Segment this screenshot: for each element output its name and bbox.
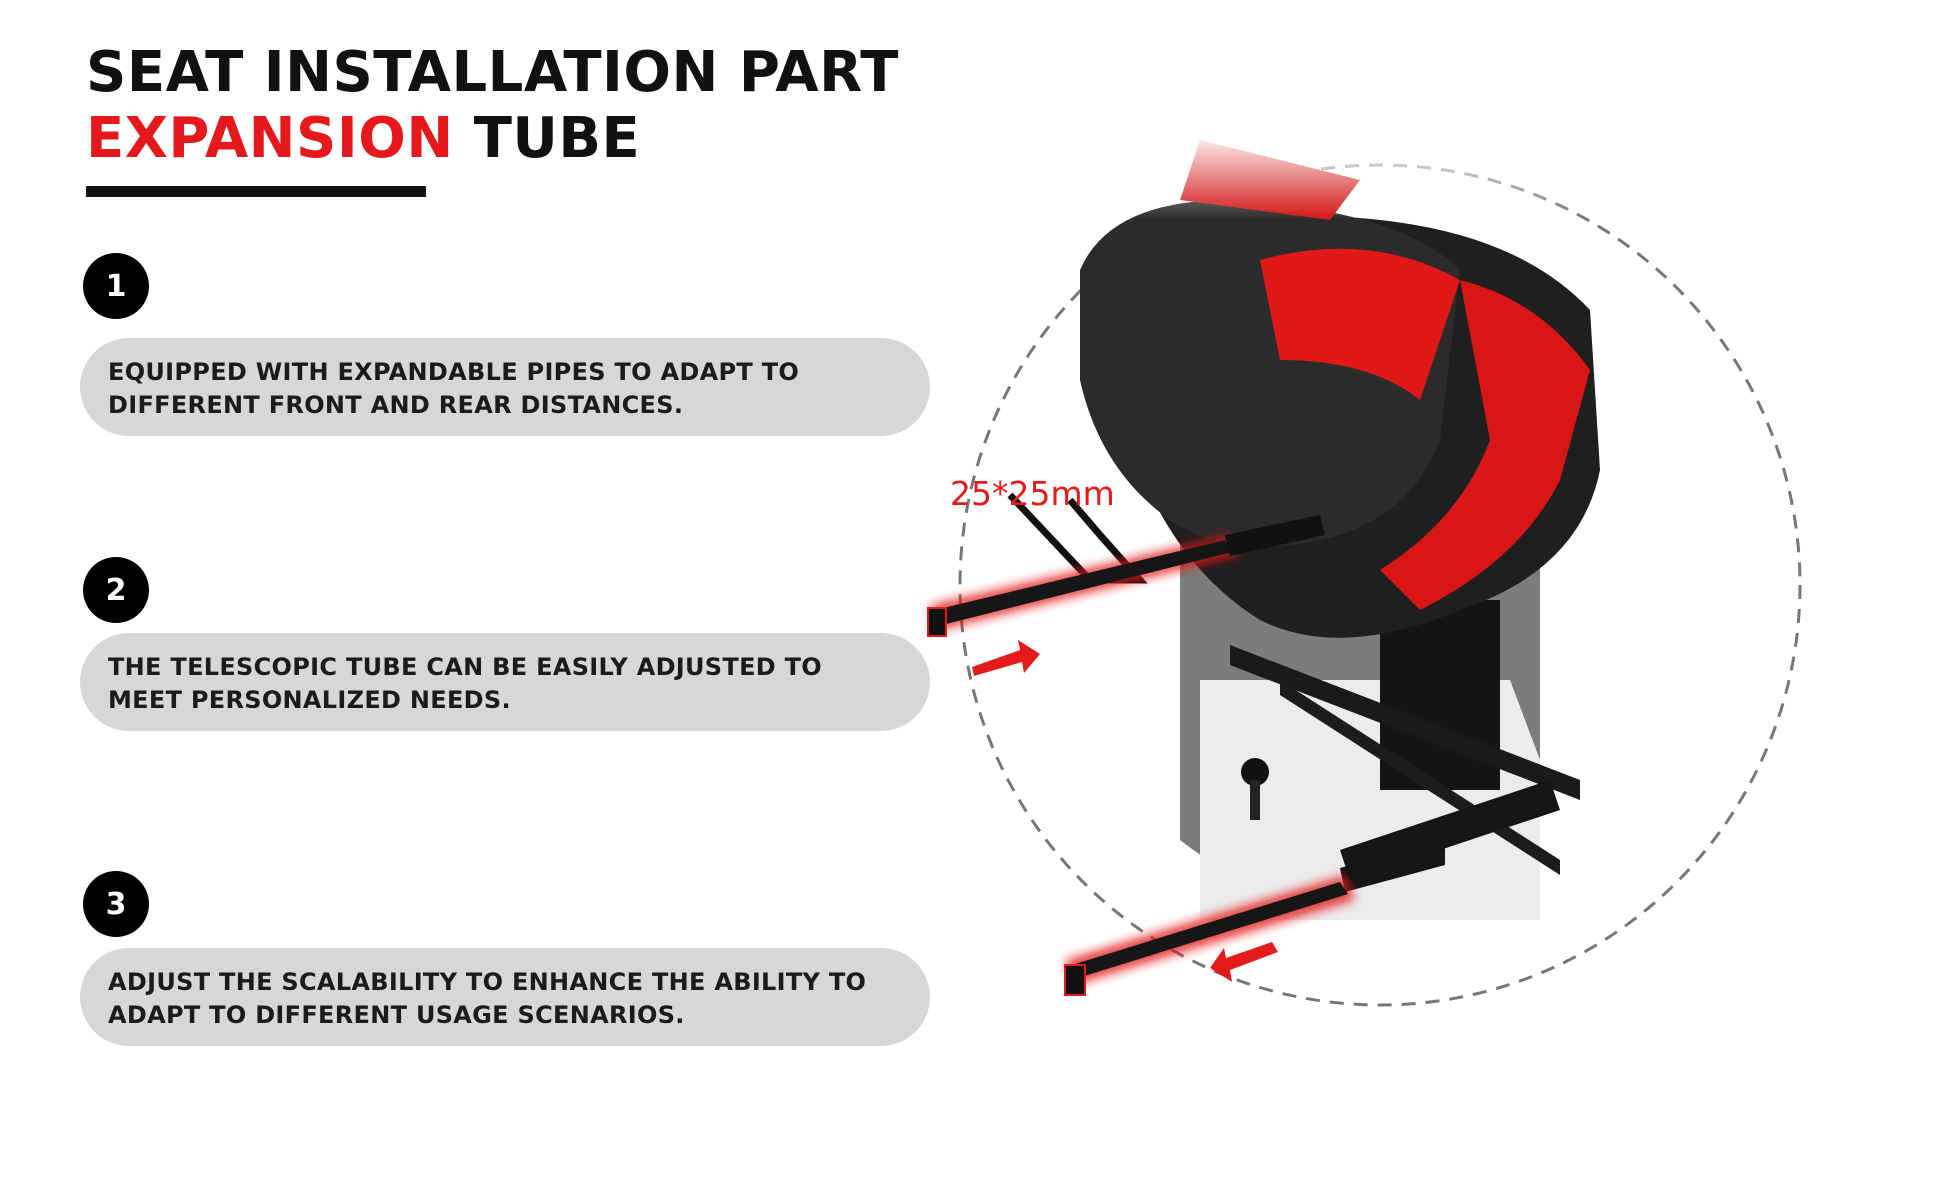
step-2-badge: 2	[83, 557, 149, 623]
step-3-description: ADJUST THE SCALABILITY TO ENHANCE THE AB…	[80, 948, 930, 1046]
title-line-1: SEAT INSTALLATION PART	[86, 40, 899, 105]
step-3-badge: 3	[83, 871, 149, 937]
seat-tube-illustration	[900, 140, 1940, 1060]
title-line-2-rest: TUBE	[473, 106, 641, 171]
step-2-description: THE TELESCOPIC TUBE CAN BE EASILY ADJUST…	[80, 633, 930, 731]
outward-arrow-icon	[1210, 942, 1278, 982]
seat-illustration-svg	[900, 140, 1940, 1007]
step-1-badge: 1	[83, 253, 149, 319]
inward-arrow-icon	[972, 640, 1040, 676]
upper-expansion-tube	[927, 515, 1325, 637]
title-underline	[86, 186, 426, 197]
title-accent-word: EXPANSION	[86, 106, 454, 171]
page-title: SEAT INSTALLATION PART EXPANSION TUBE	[86, 40, 899, 172]
step-1-description: EQUIPPED WITH EXPANDABLE PIPES TO ADAPT …	[80, 338, 930, 436]
lower-expansion-tube	[1064, 758, 1560, 996]
tube-dimension-label: 25*25mm	[950, 474, 1115, 513]
